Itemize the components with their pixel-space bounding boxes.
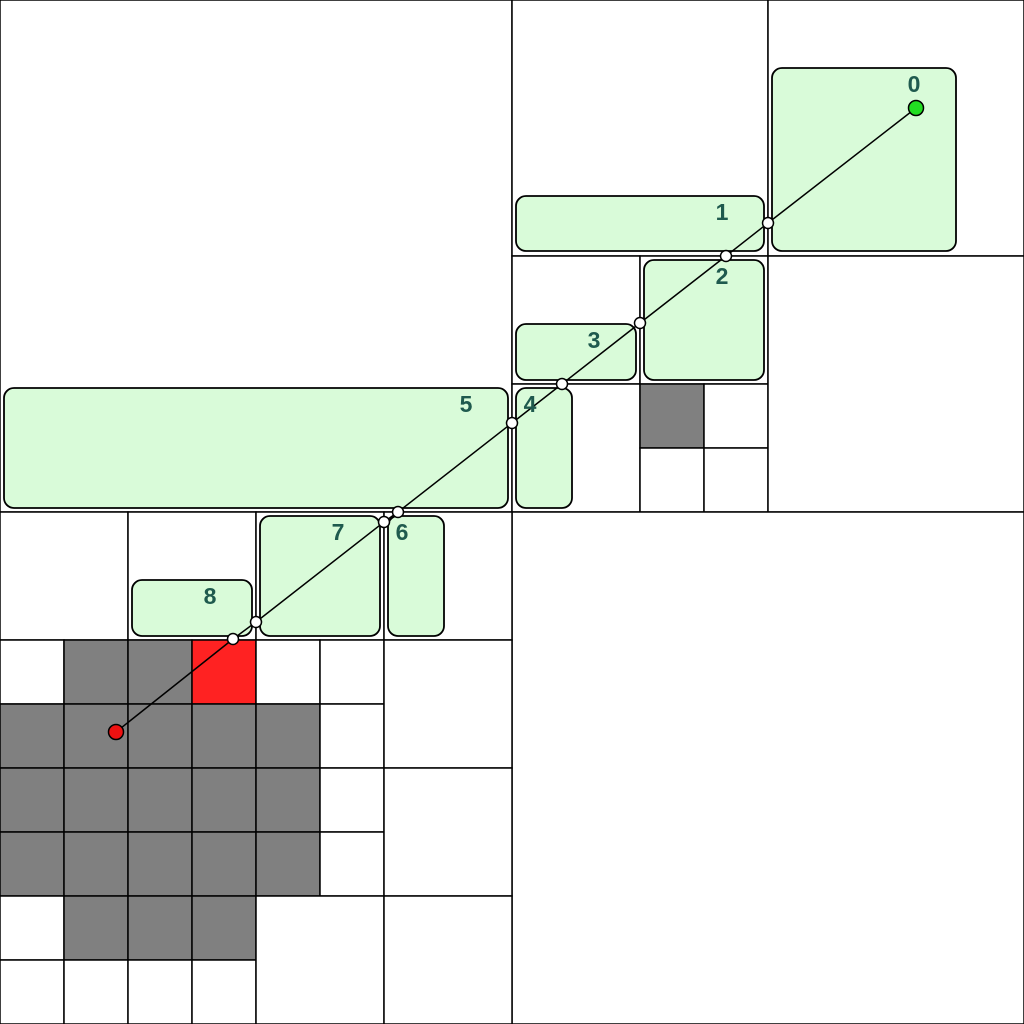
obstacle-cell — [255, 703, 321, 769]
obstacle-cell — [127, 895, 193, 961]
free-cell — [191, 959, 257, 1024]
free-cell — [319, 703, 385, 769]
region-label-3: 3 — [588, 327, 601, 353]
free-cell — [0, 511, 129, 641]
region-label-7: 7 — [332, 519, 345, 545]
free-cell — [255, 895, 385, 1024]
free-cell — [319, 639, 385, 705]
path-region-4 — [515, 387, 573, 509]
free-cell — [383, 639, 513, 769]
obstacle-cell — [255, 831, 321, 897]
obstacle-cell — [127, 767, 193, 833]
path-region-3 — [515, 323, 637, 381]
start-point — [907, 99, 925, 117]
region-labels: 0 1 2 3 4 5 6 7 8 — [204, 71, 921, 609]
path-region-8 — [131, 579, 253, 637]
free-cell — [127, 959, 193, 1024]
region-label-0: 0 — [908, 71, 921, 97]
free-cell — [0, 959, 65, 1024]
obstacle-cell — [0, 703, 65, 769]
free-cell — [383, 895, 513, 1024]
target-cell — [191, 639, 257, 705]
free-cell — [703, 447, 769, 513]
waypoint-marker — [226, 632, 240, 646]
region-label-5: 5 — [460, 391, 473, 417]
waypoint-marker — [377, 515, 391, 529]
free-cell — [63, 959, 129, 1024]
goal-point — [107, 723, 125, 741]
free-cell — [703, 383, 769, 449]
waypoint-marker — [249, 615, 263, 629]
obstacle-cell — [191, 703, 257, 769]
obstacle-cell — [63, 831, 129, 897]
obstacle-cell — [127, 703, 193, 769]
obstacle-cell — [127, 639, 193, 705]
obstacle-cell — [63, 895, 129, 961]
obstacle-cell — [0, 831, 65, 897]
waypoint-marker — [719, 249, 733, 263]
obstacle-cell — [63, 767, 129, 833]
region-label-2: 2 — [716, 263, 729, 289]
waypoint-marker — [761, 216, 775, 230]
region-label-4: 4 — [524, 391, 537, 417]
free-cell — [0, 639, 65, 705]
obstacle-cell — [639, 383, 705, 449]
free-cell — [319, 767, 385, 833]
path-regions — [3, 67, 957, 637]
path-region-0 — [771, 67, 957, 252]
free-cell — [0, 895, 65, 961]
obstacle-cell — [63, 639, 129, 705]
region-label-8: 8 — [204, 583, 217, 609]
free-cell — [767, 255, 1024, 513]
obstacle-cell — [191, 767, 257, 833]
free-cell — [319, 831, 385, 897]
waypoint-marker — [391, 505, 405, 519]
obstacle-cell — [127, 831, 193, 897]
path-region-6 — [387, 515, 445, 637]
obstacle-cell — [0, 767, 65, 833]
obstacle-cell — [191, 895, 257, 961]
free-cell — [383, 767, 513, 897]
obstacle-cell — [191, 831, 257, 897]
path-layer — [107, 99, 925, 741]
free-cell — [511, 511, 1024, 1024]
path-region-2 — [643, 259, 765, 381]
path-region-7 — [259, 515, 381, 637]
path-region-5 — [3, 387, 509, 509]
free-cell — [255, 639, 321, 705]
region-label-6: 6 — [396, 519, 409, 545]
free-cell — [639, 447, 705, 513]
waypoint-marker — [555, 377, 569, 391]
obstacle-cell — [255, 767, 321, 833]
region-label-1: 1 — [716, 199, 729, 225]
waypoint-marker — [505, 416, 519, 430]
waypoint-marker — [633, 316, 647, 330]
